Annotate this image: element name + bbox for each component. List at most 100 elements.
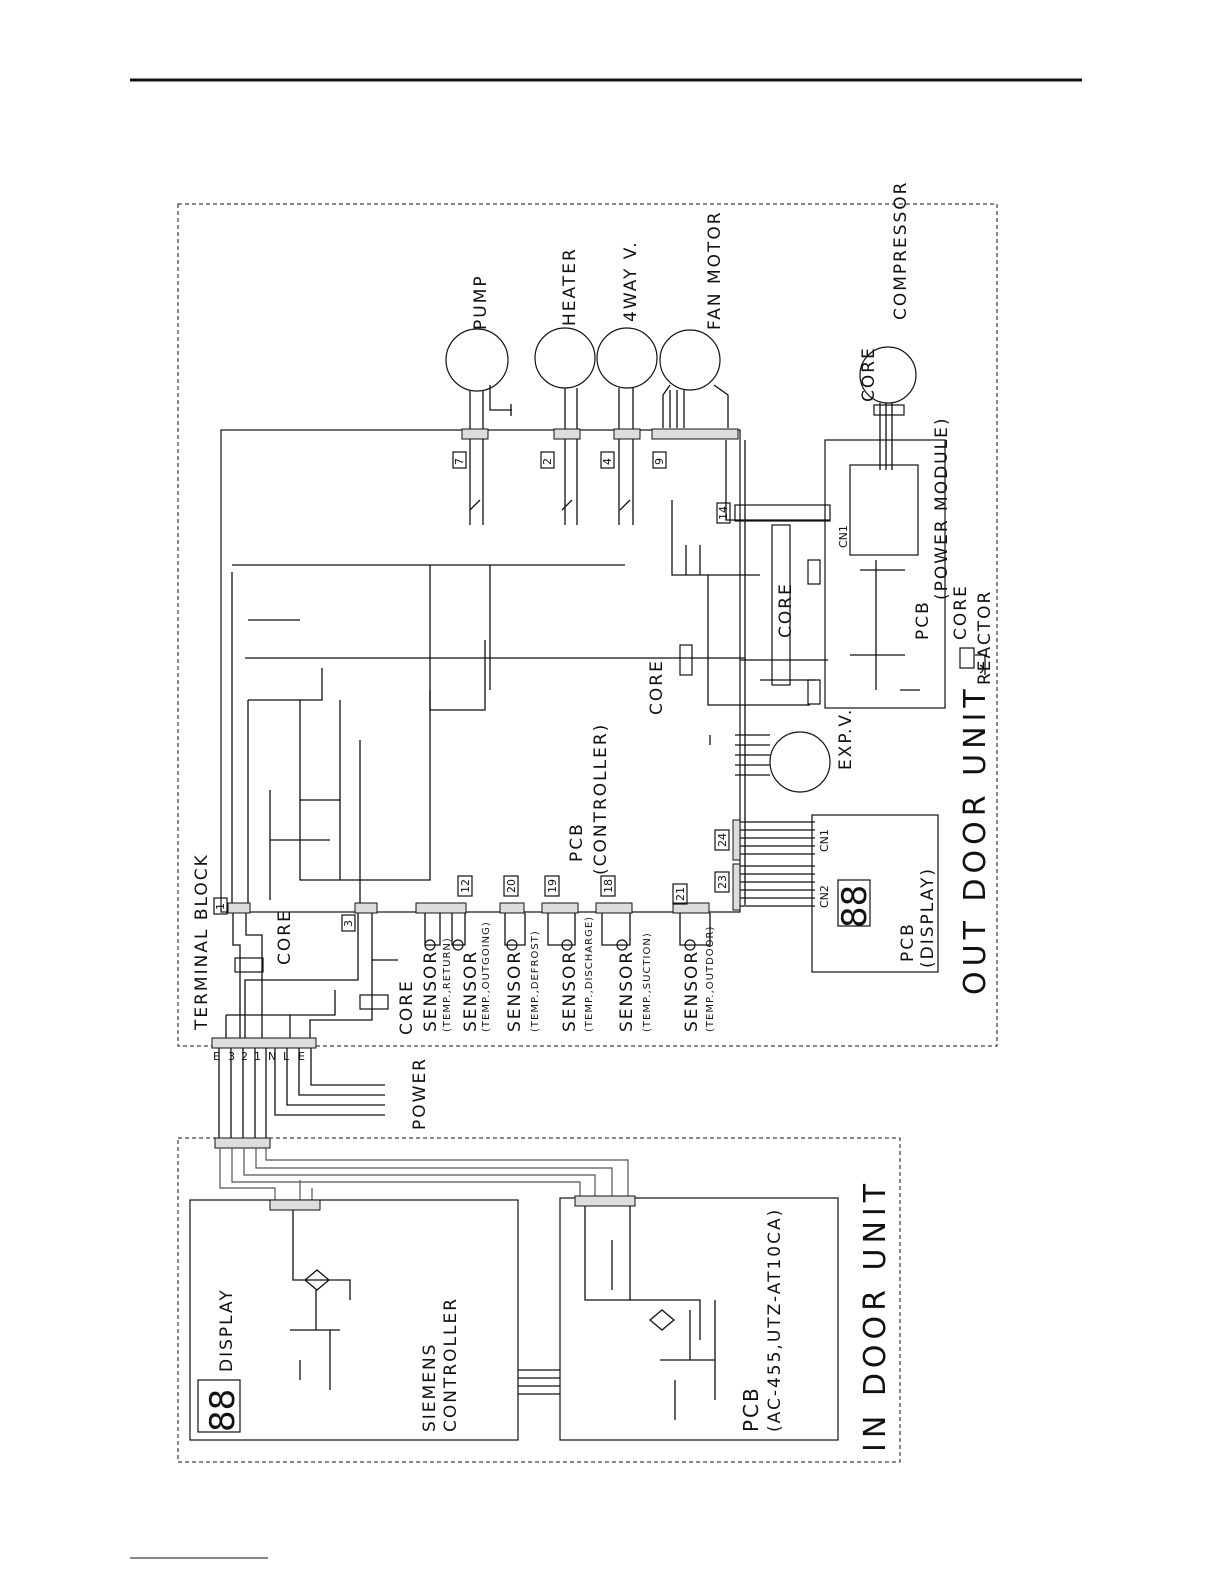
relay-connector	[807, 679, 821, 705]
pcb-power-label: PCB	[913, 600, 933, 640]
outdoor-unit-border	[177, 203, 998, 1047]
core-label: CORE	[647, 659, 667, 715]
core-label: CORE	[776, 582, 796, 638]
compressor	[859, 346, 917, 404]
svg-text:7: 7	[453, 458, 466, 465]
reactor-label: REACTOR	[975, 590, 995, 685]
siemens-controller-board	[189, 1199, 519, 1441]
terminal-label: N	[268, 1050, 276, 1063]
core-ferrite	[771, 524, 791, 686]
connector-4	[613, 428, 641, 440]
siemens-label: SIEMENS	[420, 1343, 440, 1432]
compressor-core	[873, 404, 905, 416]
sensor-label: SENSOR	[560, 950, 580, 1032]
core-label: CORE	[859, 346, 879, 402]
terminal-label: 2	[241, 1050, 248, 1063]
compressor-label: COMPRESSOR	[891, 181, 911, 321]
connector-3	[354, 902, 378, 914]
indoor-pcb-board	[559, 1197, 839, 1441]
outdoor-unit-title: OUT DOOR UNIT	[958, 684, 993, 995]
sensor-label: SENSOR	[682, 950, 702, 1032]
expansion-valve	[769, 731, 831, 793]
svg-text:23: 23	[716, 875, 729, 889]
controller-connector	[269, 1199, 321, 1211]
display-cn2-label: CN2	[818, 885, 831, 908]
sensor-discharge-label: (TEMP.,DISCHARGE)	[584, 916, 595, 1032]
indoor-display-label: DISPLAY	[217, 1288, 237, 1372]
sensor-defrost-label: (TEMP.,DEFROST)	[530, 930, 541, 1032]
display-digits: 88	[835, 885, 875, 928]
core-ferrite	[359, 994, 389, 1010]
terminal-label: L	[283, 1050, 290, 1063]
outdoor-unit	[177, 203, 998, 1140]
indoor-pcb-connector	[574, 1195, 636, 1207]
connector-12	[415, 902, 467, 914]
terminal-block	[211, 1037, 317, 1049]
svg-text:12: 12	[459, 879, 472, 893]
interconnect-wires	[218, 1048, 267, 1140]
pcb-controller-label: PCB	[567, 822, 587, 862]
sensor-outgoing-label: (TEMP.,OUTGOING)	[481, 921, 492, 1032]
reactor-coil	[975, 654, 986, 675]
cn1-label: CN1	[837, 525, 850, 548]
connector-1	[227, 902, 251, 914]
sensor-label: SENSOR	[505, 950, 525, 1032]
heater	[534, 327, 596, 389]
terminal-label: 3	[228, 1050, 235, 1063]
power-label: POWER	[410, 1057, 430, 1130]
core-label: CORE	[951, 584, 971, 640]
sensor-label: SENSOR	[421, 950, 441, 1032]
display-digits-box	[837, 879, 871, 927]
pcb-controller-sublabel: (CONTROLLER)	[591, 723, 611, 875]
terminal-block-label: TERMINAL BLOCK	[192, 853, 212, 1031]
sensor-suction-label: (TEMP.,SUCTION)	[642, 932, 653, 1032]
svg-text:2: 2	[541, 458, 554, 465]
indoor-unit-title: IN DOOR UNIT	[858, 1179, 893, 1452]
exp-valve-label: EXP.V.	[836, 708, 856, 770]
svg-text:19: 19	[546, 879, 559, 893]
labels: TERMINAL BLOCK CORE CORE CORE CORE CORE …	[192, 181, 995, 1453]
pcb-display-label: PCB	[898, 922, 918, 962]
svg-text:18: 18	[602, 879, 615, 893]
core-label: CORE	[397, 979, 417, 1035]
indoor-unit	[177, 1137, 901, 1463]
pcb-power-sublabel: (POWER MODULE)	[932, 417, 952, 600]
power-wires	[274, 1048, 385, 1116]
indoor-pcb-model: (AC-455,UTZ-AT10CA)	[765, 1208, 785, 1432]
pcb-display-sublabel: (DISPLAY)	[918, 867, 938, 968]
connector-number-boxes: 7 2 4 9 14 24 23 1 3 12 20 19 18 21	[213, 451, 731, 932]
indoor-display-digits: 88	[203, 1389, 243, 1432]
indoor-terminal	[214, 1137, 271, 1149]
pump-motor	[445, 328, 509, 392]
connector-7	[461, 428, 489, 440]
svg-text:4: 4	[601, 458, 614, 465]
display-cn1-label: CN1	[818, 829, 831, 852]
sensor-label: SENSOR	[617, 950, 637, 1032]
connector-19	[541, 902, 579, 914]
connector-2	[553, 428, 581, 440]
core-label: CORE	[275, 909, 295, 965]
four-way-valve-label: 4WAY V.	[621, 240, 641, 322]
terminal-label: E	[298, 1050, 305, 1063]
svg-text:9: 9	[653, 458, 666, 465]
fan-motor-label: FAN MOTOR	[705, 210, 725, 330]
fan-motor	[659, 329, 721, 391]
connector-14-harness	[734, 504, 831, 522]
connector-20	[499, 902, 525, 914]
thermistor-icons	[424, 939, 696, 951]
heater-label: HEATER	[560, 247, 580, 326]
svg-text:3: 3	[342, 920, 355, 927]
svg-text:1: 1	[214, 903, 227, 910]
pcb-display-board	[811, 814, 939, 973]
pump-label: PUMP	[471, 274, 491, 330]
svg-text:21: 21	[674, 887, 687, 901]
pcb-power-module	[824, 439, 946, 709]
indoor-pcb-label: PCB	[739, 1386, 763, 1432]
indoor-display-box	[197, 1379, 241, 1433]
connector-21	[672, 902, 710, 914]
terminal-label: 1	[254, 1050, 261, 1063]
connector-23	[732, 863, 741, 911]
connector-24	[732, 819, 741, 861]
sensor-label: SENSOR	[461, 950, 481, 1032]
